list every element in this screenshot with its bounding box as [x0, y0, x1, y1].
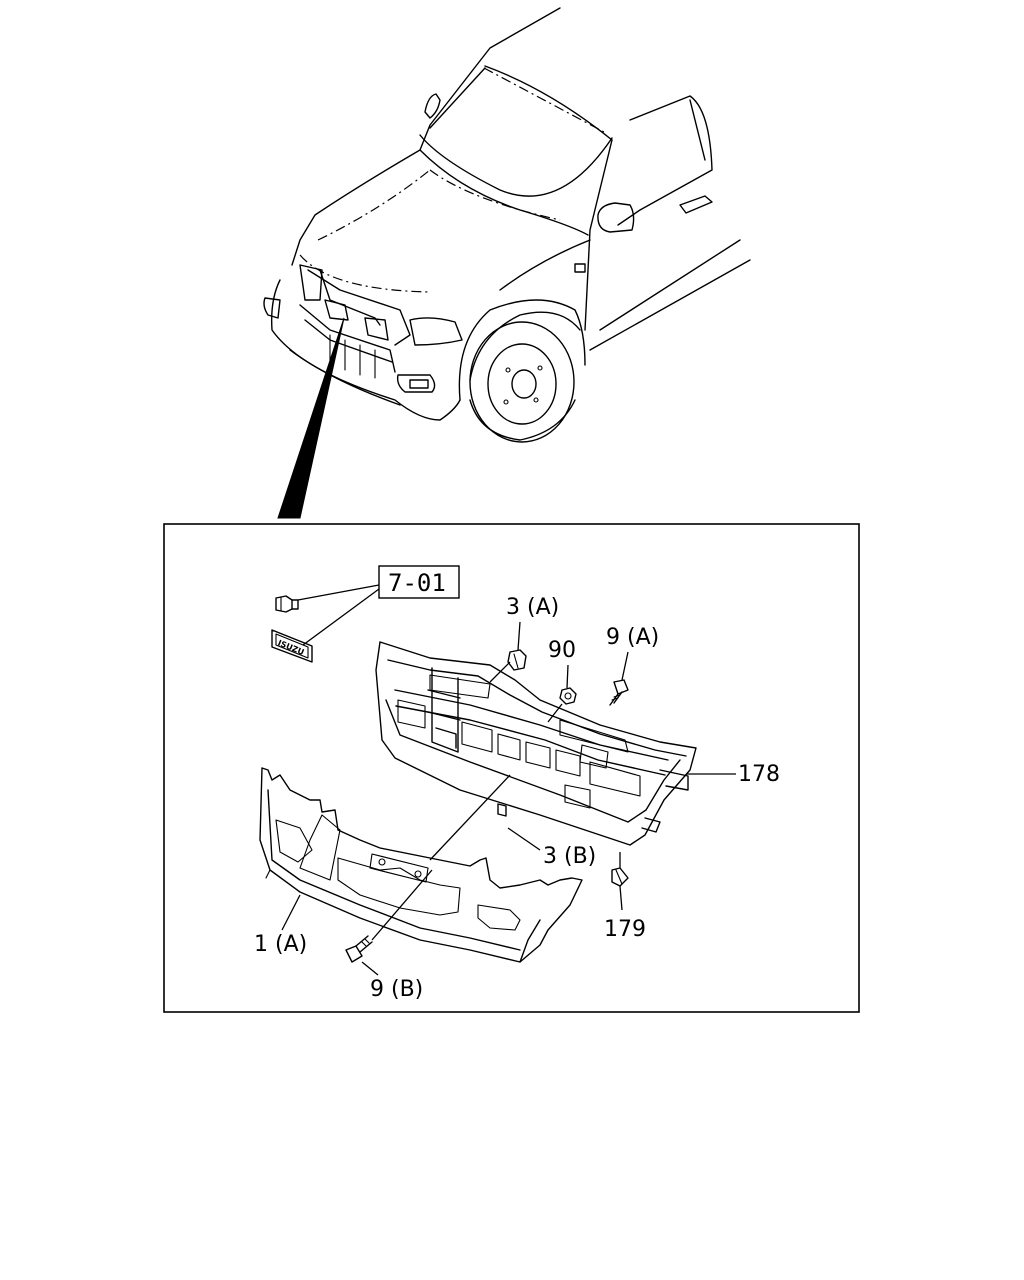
- reference-number: 7-01: [388, 569, 446, 597]
- clip-3a: [507, 649, 527, 671]
- callout-3b: 3 (B): [543, 844, 596, 869]
- callout-3a: 3 (A): [506, 595, 559, 620]
- leader-lines: [281, 621, 736, 976]
- isuzu-emblem: ISUZU: [271, 629, 313, 663]
- vehicle-illustration: [263, 7, 751, 519]
- callout-9b: 9 (B): [370, 977, 423, 1002]
- callout-1a: 1 (A): [254, 932, 307, 957]
- callout-178: 178: [738, 762, 780, 787]
- upper-grille: [375, 641, 697, 846]
- screw-9b: [345, 935, 373, 963]
- emblem-clip: [275, 595, 299, 613]
- callout-9a: 9 (A): [606, 625, 659, 650]
- callout-179: 179: [604, 917, 646, 942]
- callout-90: 90: [548, 638, 576, 663]
- detail-frame: [163, 523, 860, 1013]
- lower-cover: [259, 767, 583, 963]
- screw-9a: [609, 679, 629, 706]
- clip-179: [611, 867, 629, 887]
- reference-box: 7-01: [297, 565, 460, 646]
- nut-90: [559, 687, 577, 705]
